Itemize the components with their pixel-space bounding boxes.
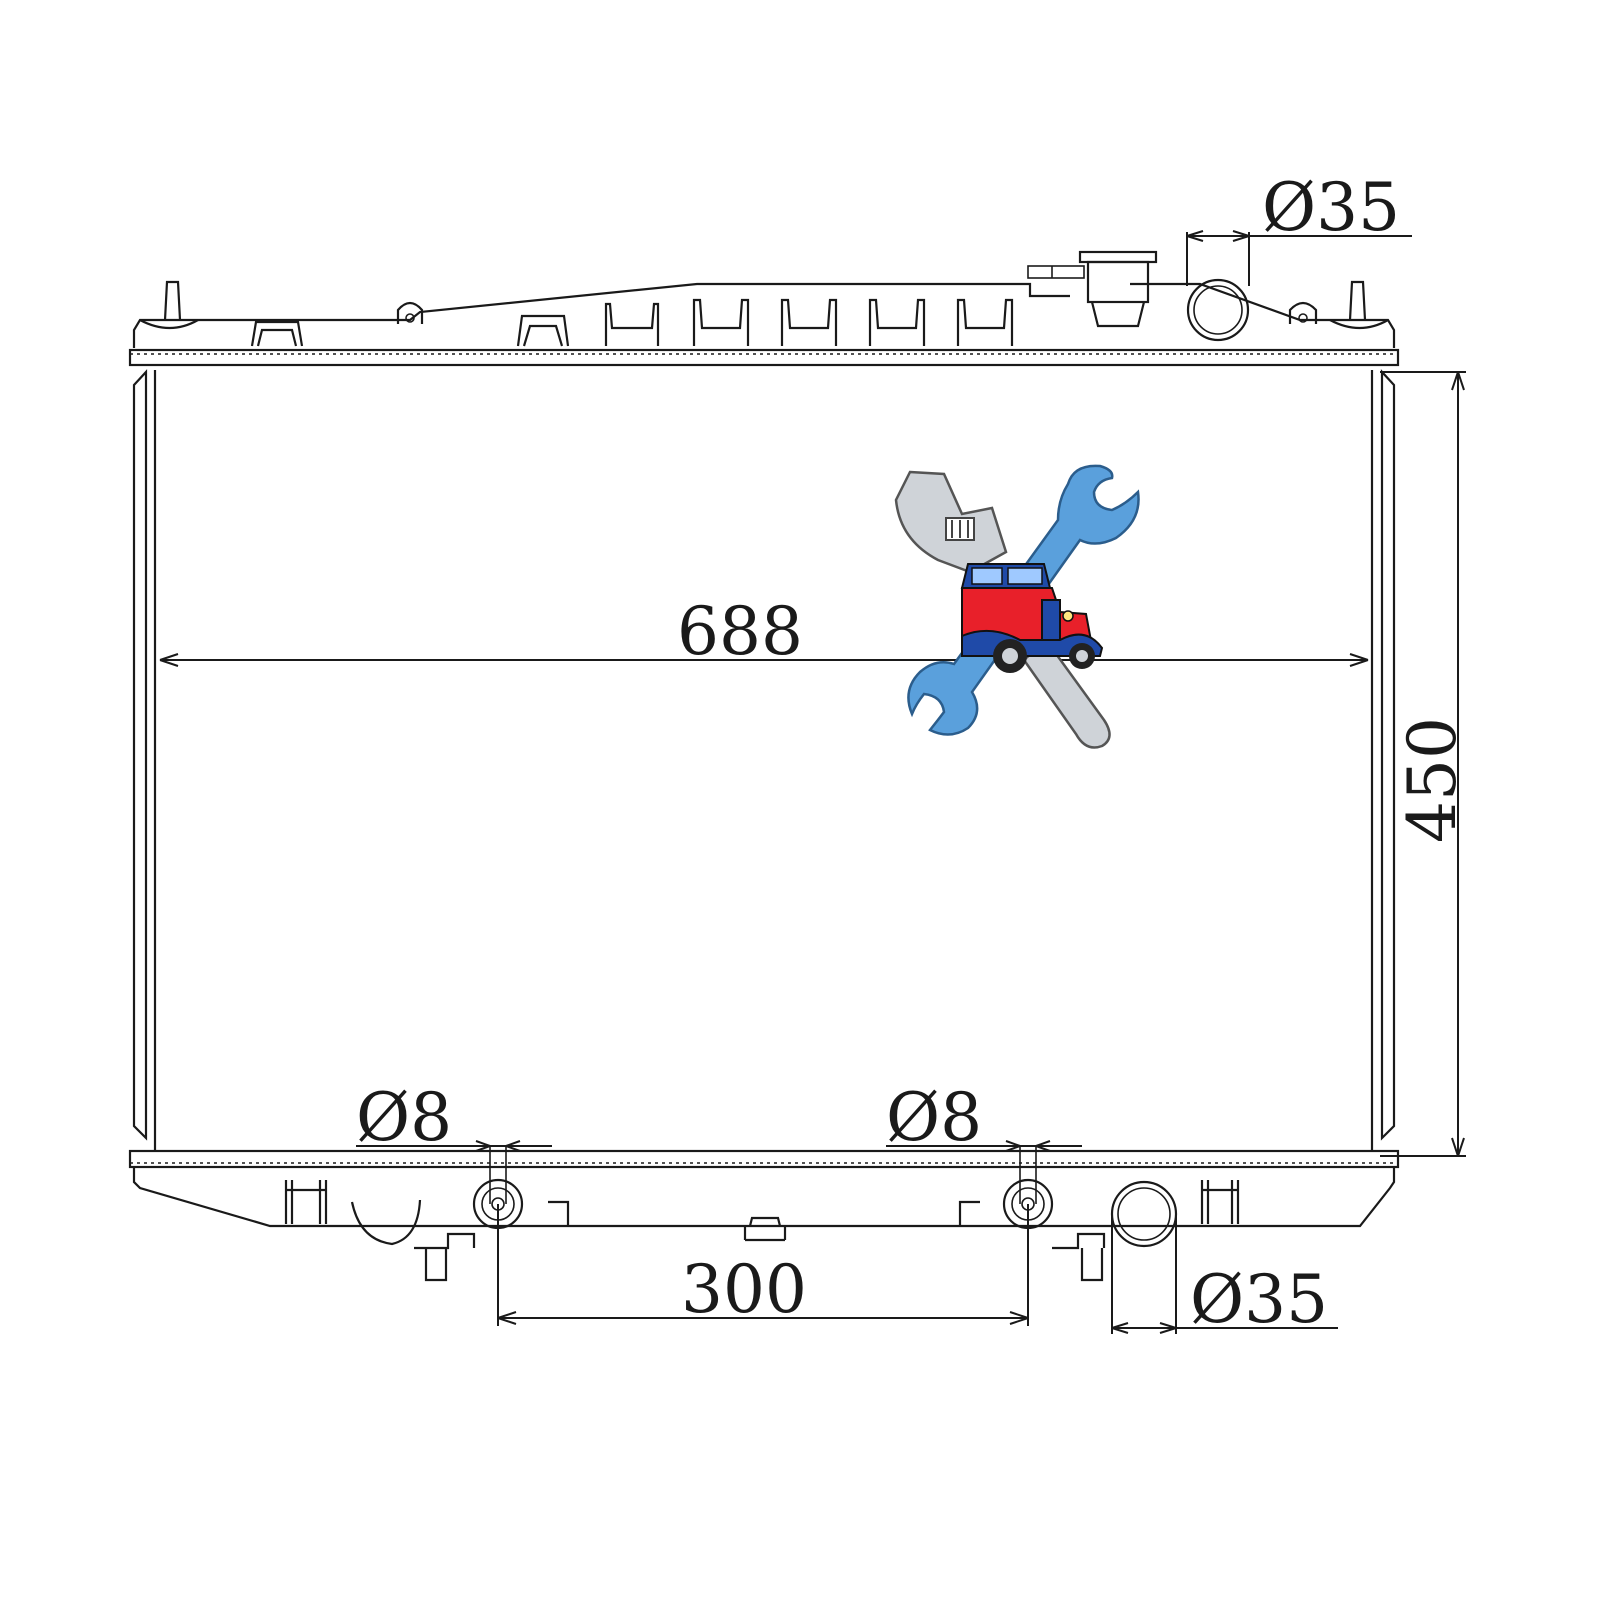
filler-neck — [1027, 250, 1158, 328]
radiator-core — [132, 369, 1396, 1150]
dimension-left-fitting: Ø8 — [356, 1079, 552, 1156]
fitting-spacing-label: 300 — [681, 1251, 807, 1328]
top-outlet-diameter-label: Ø35 — [1262, 169, 1400, 246]
top-outlet-pipe — [1186, 278, 1250, 342]
top-tank — [128, 250, 1400, 367]
bottom-outlet-diameter-label: Ø35 — [1190, 1261, 1328, 1338]
width-label: 688 — [677, 593, 803, 670]
dimension-right-fitting: Ø8 — [886, 1079, 1082, 1156]
adjustable-wrench-icon — [894, 470, 1111, 749]
dimension-top-outlet: Ø35 — [1186, 169, 1412, 286]
dimension-bottom-outlet: Ø35 — [1111, 1214, 1338, 1338]
dimension-fitting-spacing: 300 — [497, 1204, 1029, 1328]
right-fitting-diameter-label: Ø8 — [886, 1079, 982, 1156]
dimension-width: 688 — [159, 593, 1369, 670]
vintage-car-icon — [960, 563, 1104, 673]
left-fitting-diameter-label: Ø8 — [356, 1079, 452, 1156]
height-label: 450 — [1394, 717, 1471, 843]
wrench-car-logo — [894, 464, 1140, 749]
dimension-height: 450 — [1380, 371, 1471, 1157]
top-tank-clips — [250, 298, 1014, 347]
bottom-outlet-pipe — [1110, 1180, 1178, 1248]
